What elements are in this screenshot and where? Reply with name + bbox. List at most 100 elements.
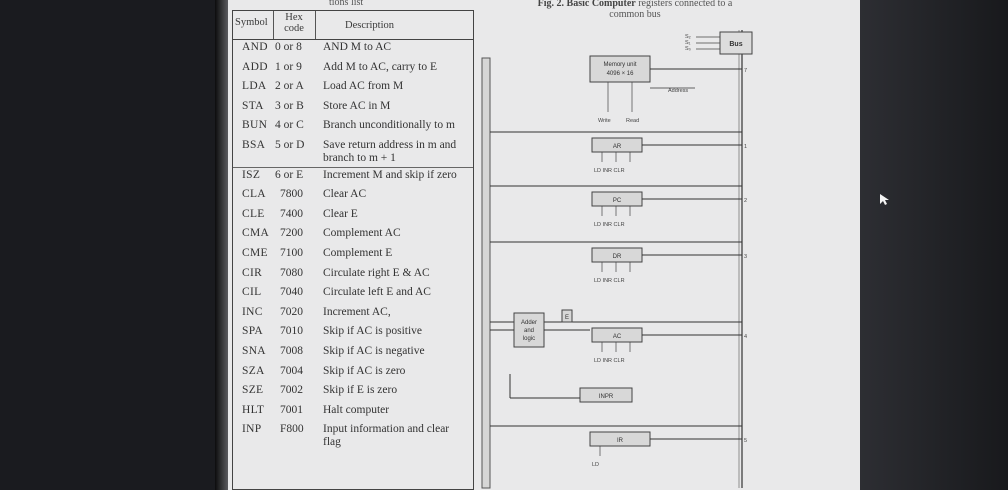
table-row: CME 7100 Complement E <box>233 247 473 265</box>
left-bus-bar <box>481 57 491 489</box>
cell-hex: 7080 <box>280 266 303 279</box>
cell-symbol: SZA <box>242 364 265 377</box>
header-divider <box>273 11 274 39</box>
register-label: DR <box>613 254 622 260</box>
instruction-table: tions list Symbol Hex code Description A… <box>232 0 474 490</box>
memory-label: Memory unit <box>603 62 636 68</box>
select-s1: S₁ <box>685 40 691 46</box>
header-description: Description <box>345 20 394 31</box>
cell-description: AND M to AC <box>323 41 392 53</box>
cell-hex: 0 or 8 <box>275 41 302 53</box>
cell-description: Store AC in M <box>323 99 391 112</box>
cell-hex: 6 or E <box>275 168 304 181</box>
inpr-box <box>579 387 633 403</box>
cell-description: Complement E <box>323 247 393 259</box>
cell-hex: 7020 <box>280 305 303 318</box>
cell-hex: 4 or C <box>275 119 304 132</box>
cell-description: Skip if AC is positive <box>323 325 423 338</box>
cell-hex: 7100 <box>280 247 303 259</box>
inpr-label: INPR <box>599 394 614 400</box>
cell-symbol: SNA <box>242 345 266 357</box>
cell-symbol: SZE <box>242 384 264 397</box>
cell-symbol: CLA <box>242 188 266 201</box>
cell-symbol: STA <box>242 99 264 112</box>
cell-description: Add M to AC, carry to E <box>323 60 438 73</box>
select-s2: S₂ <box>685 34 691 40</box>
cell-hex: 7400 <box>280 207 303 220</box>
read-label: Read <box>626 118 639 124</box>
memory-size: 4096 × 16 <box>607 71 635 77</box>
cell-symbol: ISZ <box>242 168 261 181</box>
cell-description: Branch unconditionally to m <box>323 119 455 132</box>
cell-description-cont: branch to m + 1 <box>323 152 396 164</box>
cell-description: Clear AC <box>323 188 367 201</box>
cell-symbol: HLT <box>242 403 265 416</box>
cell-hex: 7002 <box>280 384 303 397</box>
cell-symbol: CIL <box>242 286 262 299</box>
header-hex: Hex code <box>284 12 304 34</box>
cell-description: Skip if E is zero <box>323 384 398 397</box>
cell-symbol: CME <box>242 247 268 259</box>
bus-number: 1 <box>744 144 747 150</box>
cell-description: Clear E <box>323 207 358 220</box>
cell-symbol: CMA <box>242 227 270 240</box>
cell-hex: 5 or D <box>275 139 305 151</box>
register-label: AR <box>613 144 622 150</box>
cell-hex: 7001 <box>280 403 303 416</box>
mouse-cursor-icon <box>880 194 889 205</box>
cell-symbol: BUN <box>242 119 268 132</box>
table-row: SZE 7002 Skip if E is zero <box>233 384 473 402</box>
memory-unit-box <box>589 55 651 83</box>
table-row: SNA 7008 Skip if AC is negative <box>233 345 473 363</box>
cell-description: Halt computer <box>323 403 390 416</box>
cell-hex: 7004 <box>280 364 303 377</box>
table-row: HLT 7001 Halt computer <box>233 404 473 422</box>
register-controls: LD <box>592 462 599 468</box>
bus-number: 4 <box>744 334 747 340</box>
register-controls: LD INR CLR <box>594 278 625 284</box>
cell-hex: F800 <box>280 423 304 436</box>
cell-description: Increment M and skip if zero <box>323 168 457 181</box>
cell-description: Skip if AC is negative <box>323 345 425 357</box>
table-row: STA 3 or B Store AC in M <box>233 100 473 118</box>
alu-label-3: logic <box>523 336 535 342</box>
table-row: BUN 4 or C Branch unconditionally to m <box>233 119 473 137</box>
register-label: IR <box>617 438 624 444</box>
cell-description: Complement AC <box>323 227 401 240</box>
e-flipflop-box <box>561 309 573 323</box>
caption-line2: common bus <box>609 9 661 20</box>
address-label: Address <box>668 88 688 94</box>
register-controls: LD INR CLR <box>594 222 625 228</box>
write-label: Write <box>598 118 611 124</box>
register-controls: LD INR CLR <box>594 168 625 174</box>
cell-symbol: INC <box>242 305 263 318</box>
register-controls: LD INR CLR <box>594 358 625 364</box>
cell-hex: 7800 <box>280 188 303 201</box>
cell-description: Circulate left E and AC <box>323 286 431 299</box>
bus-diagram: Bus S₂ S₁ S₀ Memory unit 4096 × 16 7 Add… <box>481 30 753 489</box>
table-header: Symbol Hex code Description <box>233 11 473 40</box>
bus-number: 2 <box>744 198 747 204</box>
cell-symbol: LDA <box>242 80 267 93</box>
bus-label: Bus <box>729 41 742 48</box>
cell-description: Increment AC, <box>323 305 391 318</box>
cell-hex: 2 or A <box>275 80 304 93</box>
cell-symbol: CIR <box>242 266 263 279</box>
cell-symbol: INP <box>242 423 262 436</box>
cell-hex: 3 or B <box>275 99 304 112</box>
cell-hex: 7008 <box>280 345 303 357</box>
cell-symbol: ADD <box>242 60 268 73</box>
register-label: AC <box>613 334 622 340</box>
alu-box <box>513 312 545 348</box>
register-label: PC <box>613 198 622 204</box>
